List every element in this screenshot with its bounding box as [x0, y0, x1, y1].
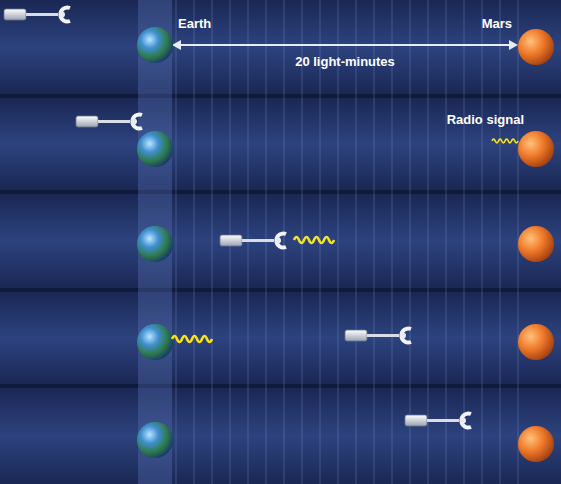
planet-label: Earth: [178, 17, 211, 30]
grid-line: [374, 0, 375, 484]
grid-line: [464, 0, 465, 484]
signal-label: Radio signal: [447, 113, 524, 126]
grid-line: [500, 0, 501, 484]
grid-line: [410, 0, 411, 484]
planet-label: Mars: [482, 17, 512, 30]
grid-line: [212, 0, 213, 484]
grid-lines: [176, 0, 518, 484]
grid-line: [194, 0, 195, 484]
grid-line: [356, 0, 357, 484]
grid-line: [482, 0, 483, 484]
grid-line: [338, 0, 339, 484]
grid-line: [446, 0, 447, 484]
grid-line: [392, 0, 393, 484]
grid-line: [428, 0, 429, 484]
grid-line: [176, 0, 177, 484]
grid-line: [284, 0, 285, 484]
distance-label: 20 light-minutes: [295, 55, 395, 68]
